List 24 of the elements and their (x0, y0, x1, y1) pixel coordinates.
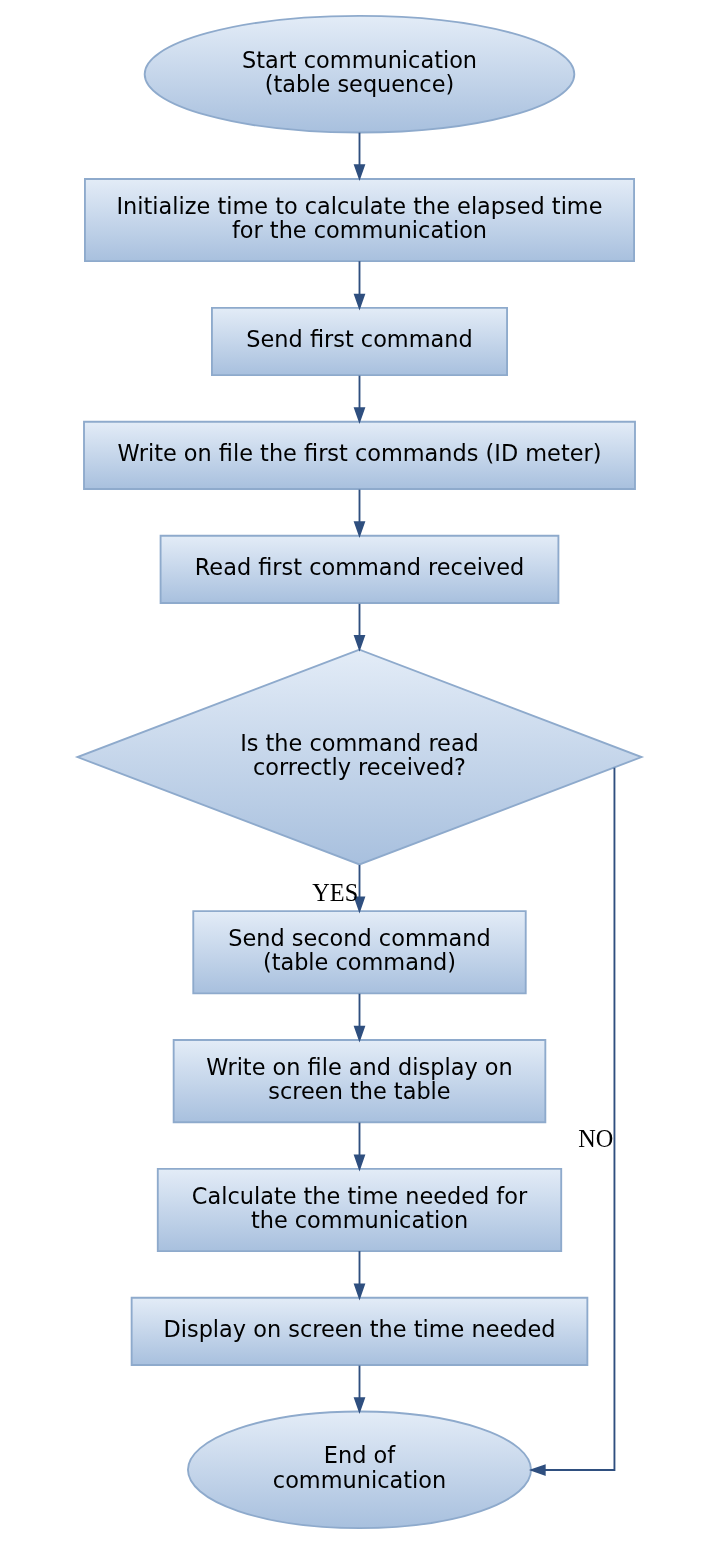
arrow (353, 488, 366, 539)
node-box: Write on file the first commands (ID meter) (83, 420, 636, 490)
arrow (353, 864, 366, 914)
node-ellipse: Start communication (table sequence) (143, 14, 576, 134)
arrow (353, 602, 366, 652)
arrow (353, 131, 366, 181)
node-box: Write on file and display on screen the table (172, 1039, 547, 1124)
arrow (353, 374, 366, 425)
node-box: Send second command (table command) (192, 910, 527, 995)
node-box: Send first command (211, 306, 508, 377)
node-ellipse: End of communication (187, 1410, 532, 1530)
edge-label: YES (312, 878, 359, 906)
arrow (353, 1364, 366, 1415)
node-box: Read first command received (159, 534, 560, 604)
arrow (353, 1250, 366, 1301)
edge-label: NO (578, 1124, 614, 1152)
node-box: Initialize time to calculate the elapsed time for the communication (84, 178, 635, 263)
node-box: Display on screen the time needed (130, 1296, 589, 1366)
arrow (353, 260, 366, 311)
node-diamond: Is the command read correctly received? (74, 648, 645, 866)
node-box: Calculate the time needed for the communication (156, 1167, 563, 1252)
arrow (353, 1121, 366, 1172)
arrow (528, 766, 616, 1476)
arrow (353, 992, 366, 1043)
